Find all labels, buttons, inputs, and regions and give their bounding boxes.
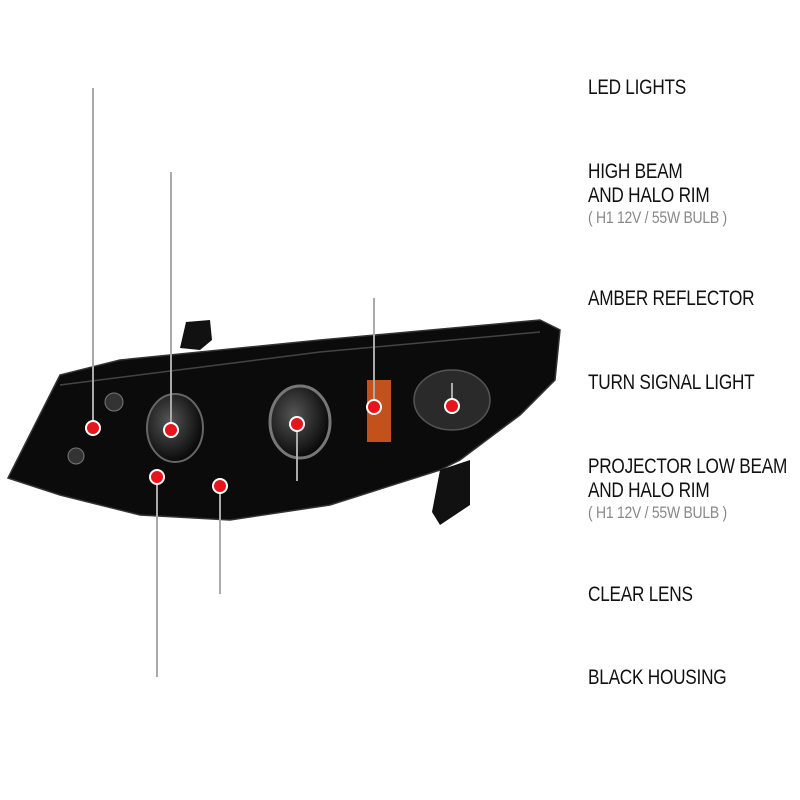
label-amber-reflector: AMBER REFLECTOR <box>588 287 755 310</box>
label-high-beam-line1: HIGH BEAM <box>588 160 683 183</box>
marker-dot-high-beam <box>163 422 179 438</box>
label-projector-line1: PROJECTOR LOW BEAM <box>588 455 788 478</box>
marker-dot-housing <box>149 469 165 485</box>
label-clear-lens: CLEAR LENS <box>588 583 693 606</box>
label-projector: PROJECTOR LOW BEAM AND HALO RIM ( H1 12V… <box>588 455 787 523</box>
label-high-beam: HIGH BEAM AND HALO RIM ( H1 12V / 55W BU… <box>588 160 727 228</box>
marker-dot-projector <box>289 416 305 432</box>
headlight-housing <box>6 319 561 525</box>
label-projector-bulb: ( H1 12V / 55W BULB ) <box>588 503 727 522</box>
marker-dot-clear-lens <box>212 478 228 494</box>
label-black-housing: BLACK HOUSING <box>588 666 727 689</box>
marker-dot-amber <box>366 399 382 415</box>
marker-dot-turn-signal <box>444 398 460 414</box>
label-turn-signal: TURN SIGNAL LIGHT <box>588 371 755 394</box>
label-led-lights: LED LIGHTS <box>588 76 687 99</box>
label-high-beam-bulb: ( H1 12V / 55W BULB ) <box>588 208 727 227</box>
label-projector-line2: AND HALO RIM <box>588 479 710 502</box>
leader-lines <box>92 87 578 678</box>
label-high-beam-line2: AND HALO RIM <box>588 184 710 207</box>
marker-dot-led <box>85 420 101 436</box>
